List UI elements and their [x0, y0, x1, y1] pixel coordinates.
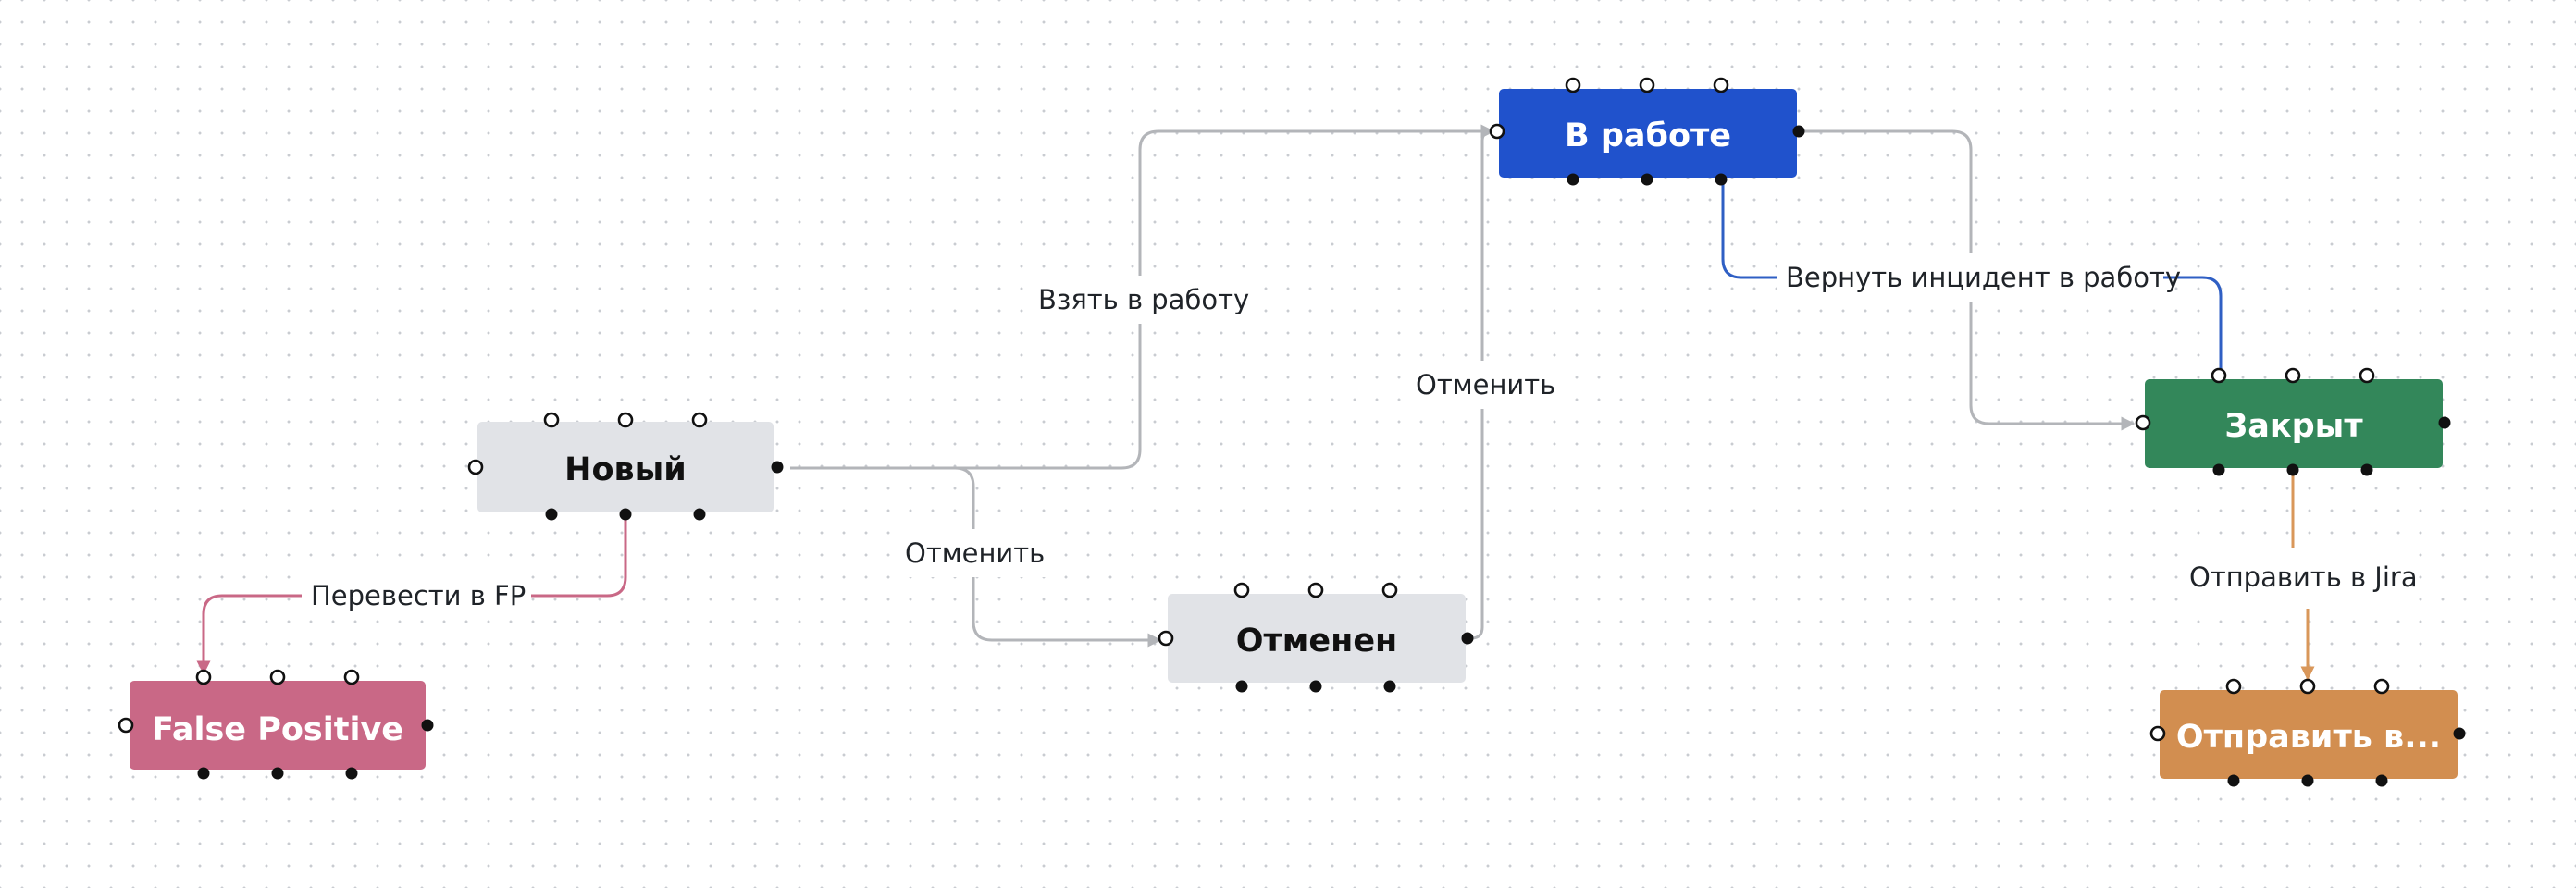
node-new-port-top-2[interactable] — [617, 412, 634, 428]
node-false-positive-port-top-1[interactable] — [195, 669, 212, 685]
node-closed-port-bottom-3[interactable] — [2360, 463, 2373, 476]
node-send-to-port-top-1[interactable] — [2225, 678, 2242, 695]
node-new[interactable]: Новый — [467, 412, 784, 521]
node-in-work-port-bottom-2[interactable] — [1641, 173, 1653, 186]
edge-return-to-work-label: Вернуть инцидент в работу — [1786, 262, 2181, 293]
edge-cancel-new-label-bg — [896, 529, 1053, 577]
node-in-work-port-top-3[interactable] — [1713, 77, 1729, 93]
node-send-to-box[interactable] — [2160, 690, 2458, 779]
node-false-positive-port-right[interactable] — [421, 719, 434, 732]
node-send-to-port-top-2[interactable] — [2299, 678, 2316, 695]
edge-to-fp-label: Перевести в FP — [311, 580, 526, 611]
node-false-positive-box[interactable] — [130, 681, 426, 770]
node-new-port-left[interactable] — [467, 459, 484, 475]
node-closed-port-bottom-1[interactable] — [2212, 463, 2225, 476]
node-false-positive-port-top-2[interactable] — [269, 669, 286, 685]
node-closed-port-bottom-2[interactable] — [2286, 463, 2299, 476]
node-canceled[interactable]: Отменен — [1158, 582, 1474, 693]
edge-take-to-work-label-bg — [1023, 276, 1255, 324]
node-in-work-port-bottom-1[interactable] — [1567, 173, 1579, 186]
edge-return-to-work[interactable]: Вернуть инцидент в работу — [1721, 179, 2223, 374]
node-send-to-port-bottom-2[interactable] — [2301, 774, 2314, 787]
node-canceled-port-bottom-3[interactable] — [1383, 680, 1396, 693]
node-new-label: Новый — [564, 451, 687, 488]
edge-return-to-work-label-bg — [1777, 253, 2163, 302]
node-false-positive[interactable]: False Positive — [118, 669, 434, 780]
node-canceled-port-top-3[interactable] — [1381, 582, 1398, 598]
node-new-port-top-3[interactable] — [691, 412, 708, 428]
node-new-port-bottom-2[interactable] — [619, 508, 632, 521]
node-false-positive-label: False Positive — [152, 711, 403, 748]
node-false-positive-port-left[interactable] — [118, 717, 134, 734]
node-new-box[interactable] — [477, 422, 774, 512]
node-in-work[interactable]: В работе — [1489, 77, 1805, 186]
node-send-to-port-top-3[interactable] — [2373, 678, 2390, 695]
edge-cancel-to-work-label: Отменить — [1416, 369, 1555, 401]
node-in-work-label: В работе — [1565, 117, 1731, 154]
node-canceled-port-bottom-1[interactable] — [1235, 680, 1248, 693]
edge-cancel-new[interactable]: Отменить — [790, 466, 1162, 648]
edge-cancel-to-work-label-bg — [1406, 361, 1564, 409]
node-closed-port-top-1[interactable] — [2211, 367, 2227, 384]
node-canceled-label: Отменен — [1236, 623, 1398, 660]
node-new-port-bottom-3[interactable] — [693, 508, 706, 521]
node-canceled-port-bottom-2[interactable] — [1309, 680, 1322, 693]
node-canceled-box[interactable] — [1168, 594, 1466, 683]
node-closed-port-right[interactable] — [2438, 416, 2451, 429]
node-in-work-box[interactable] — [1499, 89, 1797, 178]
node-in-work-port-left[interactable] — [1489, 123, 1505, 140]
node-canceled-port-left[interactable] — [1158, 630, 1174, 647]
node-send-to-port-bottom-1[interactable] — [2227, 774, 2240, 787]
node-false-positive-port-bottom-1[interactable] — [197, 767, 210, 780]
node-false-positive-port-top-3[interactable] — [343, 669, 360, 685]
node-false-positive-port-bottom-2[interactable] — [271, 767, 284, 780]
node-new-port-top-1[interactable] — [543, 412, 560, 428]
edge-to-fp[interactable]: Перевести в FP — [196, 514, 627, 675]
node-closed-box[interactable] — [2145, 379, 2443, 468]
node-send-to-label: Отправить в... — [2176, 719, 2441, 756]
node-in-work-port-top-2[interactable] — [1639, 77, 1655, 93]
node-send-to-port-bottom-3[interactable] — [2375, 774, 2388, 787]
node-new-port-bottom-1[interactable] — [545, 508, 558, 521]
edge-take-to-work[interactable]: Взять в работу — [790, 124, 1495, 470]
node-closed-port-top-3[interactable] — [2359, 367, 2375, 384]
node-closed-port-top-2[interactable] — [2285, 367, 2301, 384]
node-canceled-port-right[interactable] — [1461, 632, 1474, 645]
node-new-port-right[interactable] — [771, 461, 784, 474]
edge-take-to-work-label: Взять в работу — [1038, 284, 1249, 315]
edge-send-jira[interactable]: Отправить в Jira — [2182, 472, 2419, 681]
node-false-positive-port-bottom-3[interactable] — [345, 767, 358, 780]
edge-send-jira-label: Отправить в Jira — [2189, 561, 2418, 593]
edge-cancel-to-work[interactable]: Отменить — [1406, 130, 1564, 640]
node-send-to[interactable]: Отправить в... — [2149, 678, 2466, 787]
node-send-to-port-right[interactable] — [2453, 727, 2466, 740]
node-closed-port-left[interactable] — [2135, 414, 2151, 431]
node-canceled-port-top-2[interactable] — [1307, 582, 1324, 598]
node-in-work-port-top-1[interactable] — [1565, 77, 1581, 93]
node-in-work-port-bottom-3[interactable] — [1715, 173, 1728, 186]
node-in-work-port-right[interactable] — [1792, 125, 1805, 138]
node-closed-label: Закрыт — [2224, 408, 2363, 445]
edge-send-jira-label-bg — [2182, 553, 2419, 601]
node-send-to-port-left[interactable] — [2149, 725, 2166, 742]
node-canceled-port-top-1[interactable] — [1233, 582, 1250, 598]
edge-cancel-new-label: Отменить — [905, 537, 1045, 569]
node-closed[interactable]: Закрыт — [2135, 367, 2451, 476]
edge-to-fp-label-bg — [302, 572, 531, 620]
